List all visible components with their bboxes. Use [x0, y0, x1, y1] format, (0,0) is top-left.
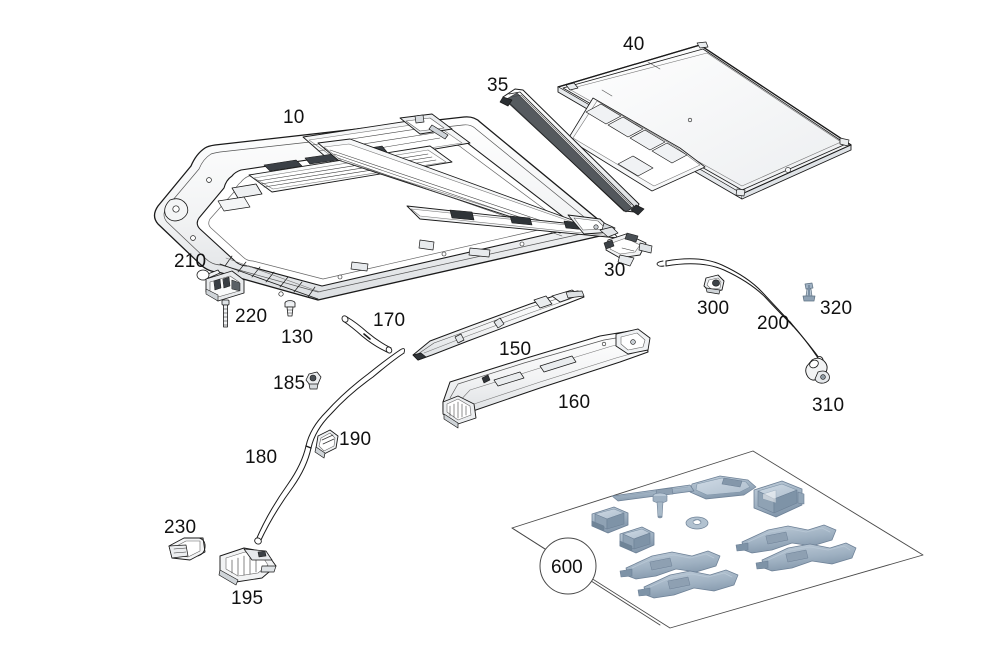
part-310-hose-fitting [805, 357, 830, 384]
part-label-200: 200 [757, 313, 790, 334]
part-30-rear-bracket [599, 226, 653, 267]
part-150-deflector-blade [412, 289, 585, 361]
part-160-guide-rail [442, 328, 651, 429]
part-label-300: 300 [697, 298, 730, 319]
kit-600-box [511, 450, 924, 629]
part-label-190: 190 [339, 429, 372, 450]
part-230-hose-nozzle [168, 537, 206, 561]
kit-callout-label-600: 600 [551, 557, 583, 578]
part-label-310: 310 [812, 395, 845, 416]
part-320-clip [802, 282, 816, 302]
part-40-roof-panel [557, 41, 852, 200]
part-label-320: 320 [820, 298, 853, 319]
part-130-screw [284, 300, 296, 317]
kit-item-bracket-block [753, 480, 805, 518]
part-label-150: 150 [499, 339, 532, 360]
part-170-drain-hose [341, 315, 393, 354]
part-190-hose-clamp [314, 429, 339, 459]
part-label-210: 210 [174, 251, 207, 272]
part-label-170: 170 [373, 310, 406, 331]
kit-item-washer-ring [685, 516, 709, 530]
part-label-195: 195 [231, 588, 264, 609]
part-label-35: 35 [487, 75, 509, 96]
kit-item-slide-shoe-left-b [755, 542, 857, 572]
part-220-bolt [221, 299, 230, 328]
kit-item-screw-bolt [652, 492, 668, 519]
part-300-hose-grommet [703, 274, 725, 295]
part-label-130: 130 [281, 327, 314, 348]
kit-item-slide-shoe-left-a [735, 524, 837, 554]
part-label-220: 220 [235, 306, 268, 327]
part-label-30: 30 [604, 260, 626, 281]
part-label-185: 185 [273, 373, 306, 394]
part-label-10: 10 [283, 107, 305, 128]
part-195-drain-bracket [218, 547, 277, 586]
kit-item-slide-shoe-right-b [637, 569, 739, 599]
part-35-seal-strip [499, 88, 645, 216]
part-label-180: 180 [245, 447, 278, 468]
kit-item-clip-block-large [591, 506, 629, 534]
part-180-drain-hose-left [254, 348, 405, 545]
part-210-connector-module [196, 269, 245, 302]
part-10-sunroof-frame [153, 113, 619, 301]
part-200-drain-hose [656, 258, 824, 364]
part-label-40: 40 [623, 34, 645, 55]
kit-item-slide-shoe-right-a [619, 550, 721, 580]
part-185-hose-clip [305, 371, 322, 390]
part-label-160: 160 [558, 392, 591, 413]
part-label-230: 230 [164, 517, 197, 538]
kit-item-clip-block-small [619, 526, 655, 554]
